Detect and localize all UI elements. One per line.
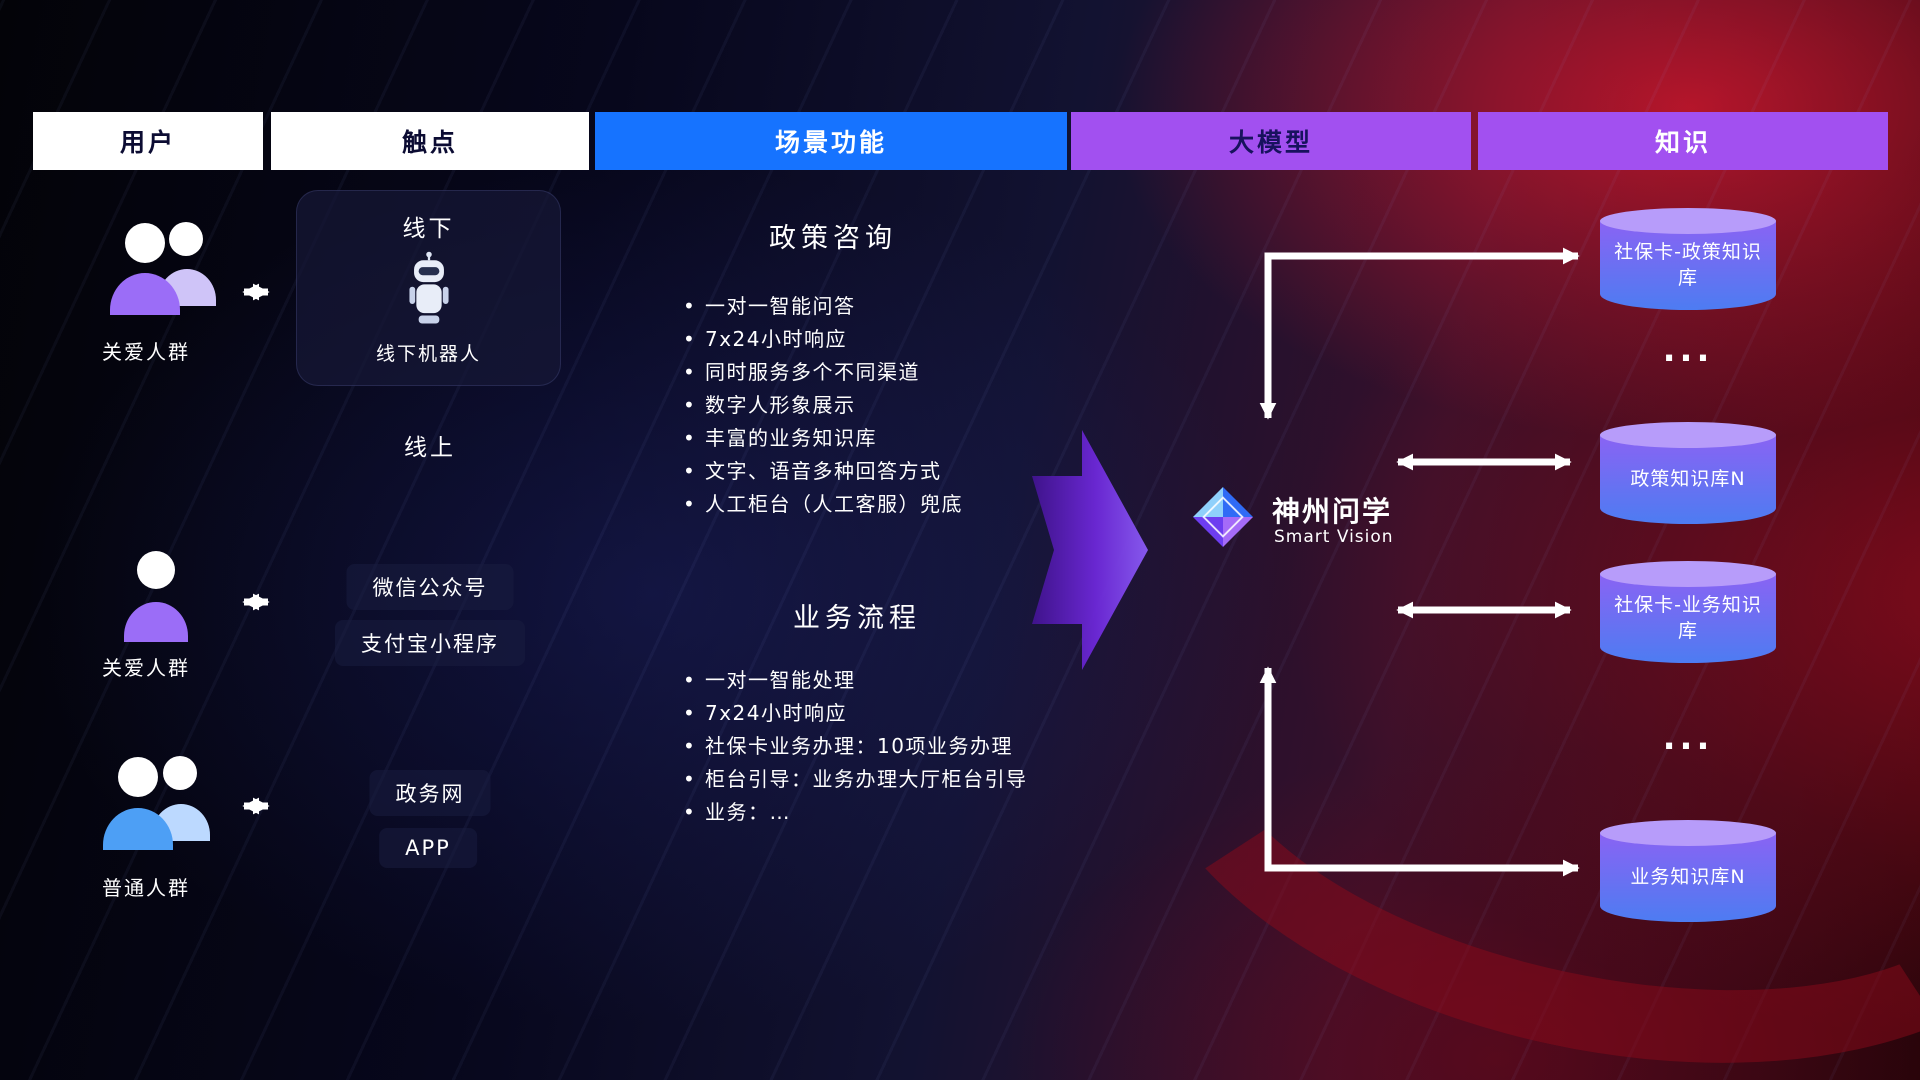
robot-icon — [408, 251, 449, 324]
header-knowledge: 知识 — [1478, 112, 1888, 170]
channel-app: APP — [379, 828, 477, 868]
user-group1-label: 关爱人群 — [102, 340, 190, 364]
business-item: 柜台引导：业务办理大厅柜台引导 — [681, 763, 1028, 796]
policy-item: 数字人形象展示 — [681, 389, 963, 422]
user-group2-label: 普通人群 — [102, 876, 190, 900]
policy-item: 一对一智能问答 — [681, 290, 963, 323]
business-item: 7x24小时响应 — [681, 697, 1028, 730]
group-people-purple-icon — [100, 212, 232, 328]
policy-item: 丰富的业务知识库 — [681, 422, 963, 455]
knowledge-db-4-label: 业务知识库N — [1630, 865, 1746, 888]
header-touchpoint: 触点 — [271, 112, 589, 170]
cylinder-body — [1600, 435, 1776, 524]
business-item: 一对一智能处理 — [681, 664, 1028, 697]
channel-wechat: 微信公众号 — [346, 564, 514, 610]
cylinder-top — [1600, 820, 1776, 846]
channel-alipay: 支付宝小程序 — [335, 620, 525, 666]
policy-section-title: 政策咨询 — [769, 223, 897, 254]
policy-item: 文字、语音多种回答方式 — [681, 455, 963, 488]
model-name: 神州问学 — [1272, 495, 1393, 528]
offline-robot-card: 线下 线下机器人 — [296, 190, 561, 386]
knowledge-db-1: 社保卡-政策知识库 — [1600, 208, 1776, 310]
knowledge-ellipsis-2: ... — [1662, 718, 1714, 758]
cylinder-top — [1600, 561, 1776, 587]
offline-title: 线下 — [402, 216, 455, 242]
single-person-purple-icon — [122, 548, 190, 650]
cylinder-body — [1600, 833, 1776, 922]
header-users: 用户 — [33, 112, 263, 170]
knowledge-db-4: 业务知识库N — [1600, 820, 1776, 922]
user-single-label: 关爱人群 — [102, 656, 190, 680]
business-item: 业务：… — [681, 796, 1028, 829]
cylinder-body — [1600, 221, 1776, 310]
knowledge-db-2-label: 政策知识库N — [1630, 467, 1746, 490]
group-people-blue-icon — [92, 745, 228, 865]
policy-item: 同时服务多个不同渠道 — [681, 356, 963, 389]
header-model: 大模型 — [1071, 112, 1471, 170]
business-section-title: 业务流程 — [793, 603, 921, 634]
knowledge-db-3: 社保卡-业务知识库 — [1600, 561, 1776, 663]
knowledge-db-3-label: 社保卡-业务知识库 — [1614, 593, 1762, 642]
online-label: 线上 — [404, 435, 456, 461]
business-item: 社保卡业务办理：10项业务办理 — [681, 730, 1028, 763]
policy-feature-list: 一对一智能问答 7x24小时响应 同时服务多个不同渠道 数字人形象展示 丰富的业… — [681, 290, 963, 521]
cylinder-top — [1600, 208, 1776, 234]
header-scenario: 场景功能 — [595, 112, 1067, 170]
business-feature-list: 一对一智能处理 7x24小时响应 社保卡业务办理：10项业务办理 柜台引导：业务… — [681, 664, 1028, 829]
cylinder-body — [1600, 574, 1776, 663]
policy-item: 人工柜台（人工客服）兜底 — [681, 488, 963, 521]
diamond-logo-icon — [1192, 486, 1254, 552]
knowledge-db-2: 政策知识库N — [1600, 422, 1776, 524]
knowledge-ellipsis-1: ... — [1662, 330, 1714, 370]
cylinder-top — [1600, 422, 1776, 448]
policy-item: 7x24小时响应 — [681, 323, 963, 356]
channel-gov: 政务网 — [369, 770, 491, 816]
knowledge-db-1-label: 社保卡-政策知识库 — [1614, 240, 1762, 289]
offline-robot-label: 线下机器人 — [375, 343, 481, 365]
model-subtitle: Smart Vision — [1274, 527, 1394, 547]
